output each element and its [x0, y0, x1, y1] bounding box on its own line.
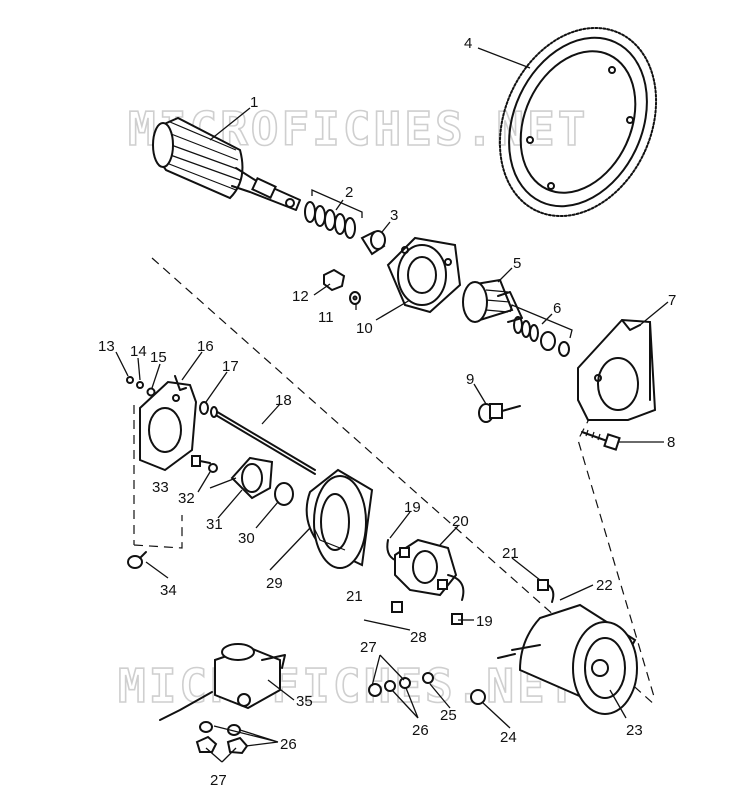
callout-4: 4: [464, 35, 472, 52]
callout-16: 16: [197, 338, 214, 355]
callout-3: 3: [390, 207, 398, 224]
solenoid-part: [159, 643, 286, 721]
callout-31: 31: [206, 516, 223, 533]
callout-34: 34: [160, 582, 177, 599]
callout-19b: 19: [476, 613, 493, 630]
brush-assembly-part: [386, 538, 465, 601]
callout-labels: 1 2 3 4 5 6 7 8 9 10 11 12 13 14 15 16 1…: [98, 35, 676, 789]
drive-end-housing-part: [386, 236, 462, 314]
callout-24: 24: [500, 729, 517, 746]
callout-15: 15: [150, 349, 167, 366]
callout-10: 10: [356, 320, 373, 337]
callout-26b: 26: [280, 736, 297, 753]
motor-housing-part: [497, 603, 638, 715]
screw-part: [191, 455, 218, 473]
small-nut-parts: [126, 376, 156, 397]
washer-part: [349, 291, 361, 305]
terminal-hardware-part: [368, 672, 434, 697]
end-plate-part: [139, 375, 198, 472]
callout-23: 23: [626, 722, 643, 739]
nut-part: [323, 268, 346, 292]
callout-27a: 27: [360, 639, 377, 656]
callout-9: 9: [466, 371, 474, 388]
bolt-part: [581, 429, 621, 451]
callout-18: 18: [275, 392, 292, 409]
callout-22: 22: [596, 577, 613, 594]
callout-14: 14: [130, 343, 147, 360]
brush-lead-part: [391, 579, 555, 613]
callout-25: 25: [440, 707, 457, 724]
callout-33: 33: [152, 479, 169, 496]
watermark-bottom: MICROFICHES.NET: [118, 659, 578, 713]
spring-part: [304, 189, 363, 239]
bolt-washer-part: [478, 403, 521, 423]
callout-13: 13: [98, 338, 115, 355]
callout-6: 6: [553, 300, 561, 317]
callout-20: 20: [452, 513, 469, 530]
callout-21a: 21: [502, 545, 519, 562]
callout-29: 29: [266, 575, 283, 592]
callout-26a: 26: [412, 722, 429, 739]
callout-1: 1: [250, 94, 258, 111]
callout-11: 11: [318, 309, 334, 326]
callout-8: 8: [667, 434, 675, 451]
callout-2: 2: [345, 184, 353, 201]
callout-21b: 21: [346, 588, 363, 605]
callout-5: 5: [513, 255, 521, 272]
solenoid-hardware-part: [195, 721, 249, 755]
brush-plate-part: [230, 456, 274, 500]
callout-12: 12: [292, 288, 309, 305]
callout-28: 28: [410, 629, 427, 646]
leader-lines: [115, 47, 669, 763]
mounting-screw-part: [127, 551, 147, 569]
bushing-part: [360, 230, 386, 256]
assembly-axis-line-left: [133, 405, 183, 549]
clip-part: [451, 613, 463, 625]
through-bolt-part: [210, 406, 316, 475]
callout-27b: 27: [210, 772, 227, 789]
callout-7: 7: [668, 292, 676, 309]
callout-30: 30: [238, 530, 255, 547]
callout-17: 17: [222, 358, 239, 375]
callout-19a: 19: [404, 499, 421, 516]
drive-pinion-part: [462, 278, 523, 323]
callout-35: 35: [296, 693, 313, 710]
callout-32: 32: [178, 490, 195, 507]
terminal-nut-part: [470, 689, 486, 705]
commutator-bushing-part: [274, 482, 294, 506]
mounting-bracket-part: [577, 318, 657, 421]
pinion-spring-part: [509, 304, 573, 357]
field-frame-part: [305, 468, 374, 569]
ring-gear-part: [498, 26, 658, 218]
thrust-washer-part: [199, 401, 209, 415]
armature-part: [152, 116, 301, 211]
